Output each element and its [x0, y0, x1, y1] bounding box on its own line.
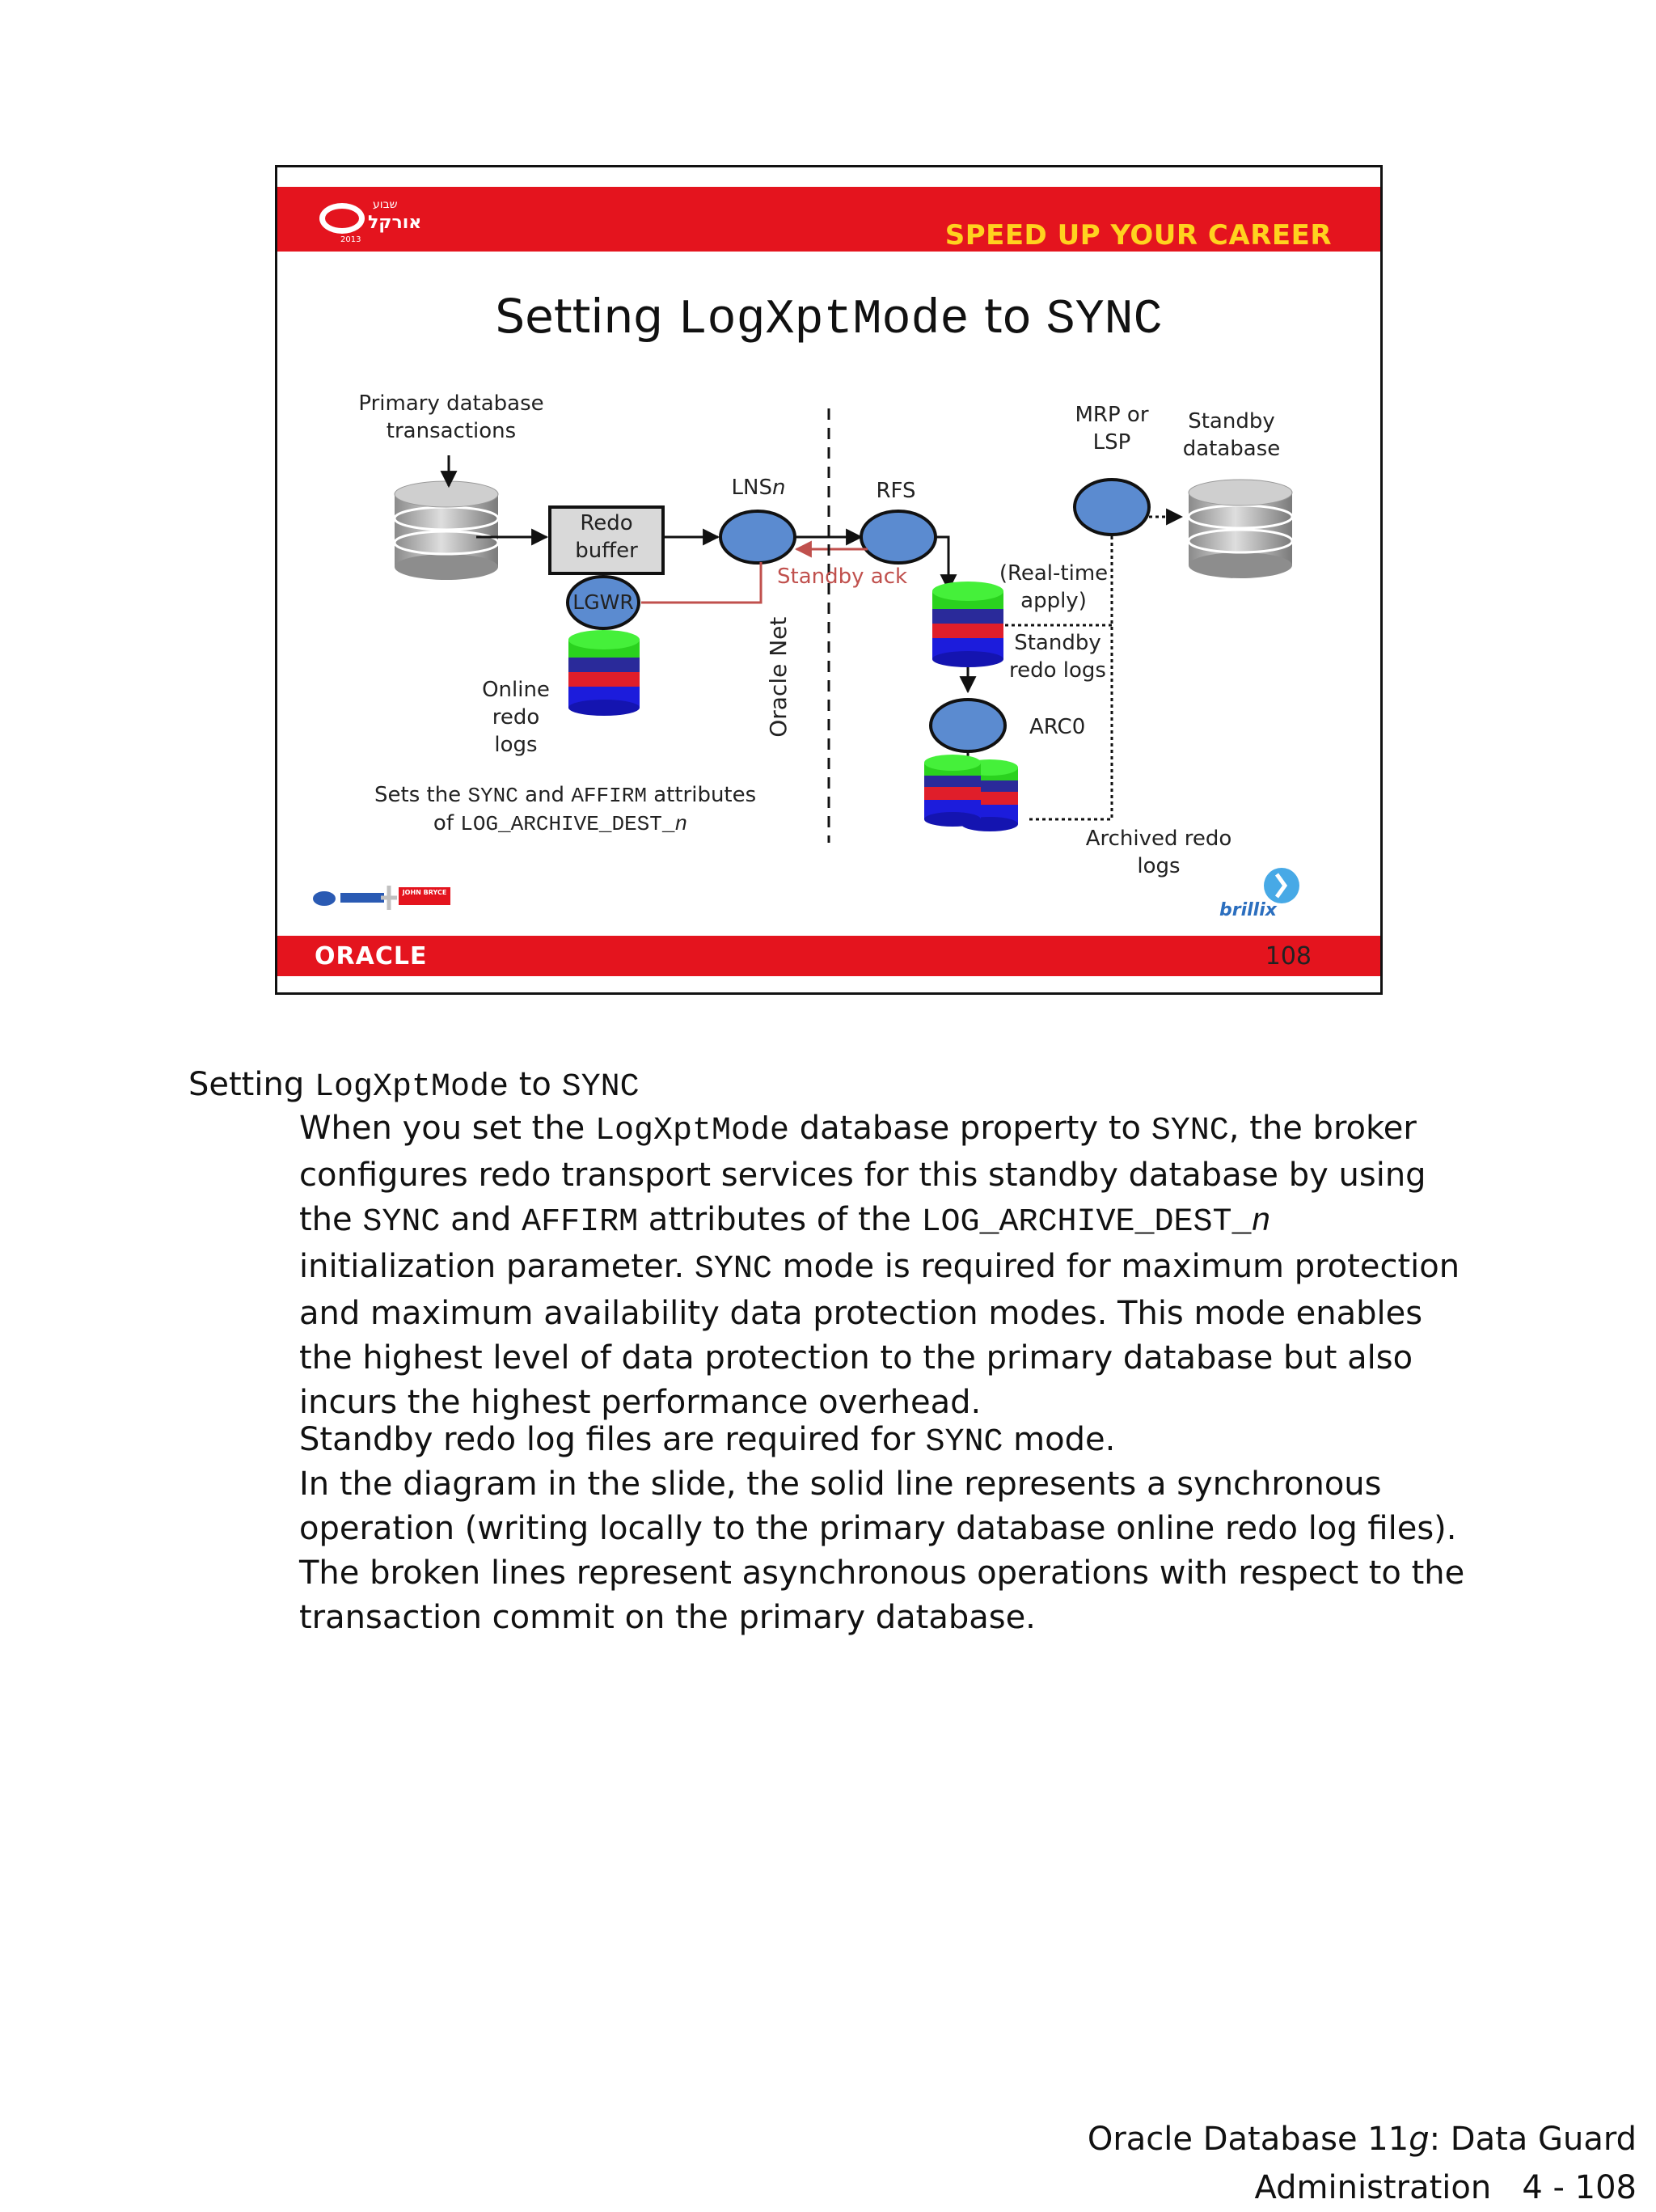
footer-page-ref: Administration 4 - 108: [1254, 2169, 1637, 2206]
standby-database-icon: [1187, 479, 1294, 578]
archived-redo-logs-icon: [924, 755, 1018, 831]
slide-image: שבוע אורקל 2013 SPEED UP YOUR CAREER Set…: [275, 165, 1383, 995]
oracle-net-label: Oracle Net: [764, 616, 792, 738]
rfs-process-icon: [860, 510, 937, 565]
lnsn-process-icon: [719, 510, 796, 565]
rfs-to-standby-redo-arrow: [936, 535, 957, 592]
partner-logo-text: JOHN BRYCE: [402, 889, 447, 896]
sets-attributes-label: Sets the SYNC and AFFIRM attributes of L…: [374, 783, 757, 836]
slide-header-band: שבוע אורקל 2013 SPEED UP YOUR CAREER: [277, 187, 1380, 252]
primary-database-icon: [393, 480, 500, 580]
standby-ack-label: Standby ack: [777, 565, 908, 589]
online-redo-logs-icon: [568, 630, 640, 716]
partner-logos: [313, 886, 450, 910]
standby-redo-logs-icon: [932, 582, 1003, 667]
oracle-logo: ORACLE: [315, 942, 428, 971]
mrp-lsp-process-icon: [1073, 478, 1151, 536]
arc0-process-icon: [929, 698, 1007, 753]
logo-year: 2013: [340, 235, 361, 244]
page-footer: Oracle Database 11g: Data Guard Administ…: [1088, 2115, 1637, 2212]
redo-transport-diagram: [313, 408, 1299, 910]
footer-course-title: Oracle Database 11g: Data Guard: [1087, 2121, 1637, 2158]
notes-paragraph-1: When you set the LogXptMode database pro…: [299, 1110, 1460, 1421]
notes-paragraph-3: In the diagram in the slide, the solid l…: [299, 1466, 1465, 1636]
oracle-ring-icon: [319, 203, 365, 234]
slide-title: Setting LogXptMode to SYNC: [495, 289, 1163, 348]
lgwr-label: LGWR: [572, 590, 634, 614]
logo-hebrew: אורקל: [368, 213, 422, 233]
career-slogan: SPEED UP YOUR CAREER: [944, 219, 1332, 252]
logo-hebrew-small: שבוע: [373, 198, 398, 211]
brillix-logo-text: brillix: [1219, 900, 1277, 920]
notes-heading: Setting LogXptMode to SYNC: [188, 1066, 640, 1106]
notes-paragraph-2: Standby redo log files are required for …: [299, 1421, 1116, 1461]
lnsn-label: LNSn: [731, 476, 786, 500]
rfs-label: RFS: [876, 479, 916, 503]
ack-to-lgwr-line: [641, 562, 763, 604]
redo-buffer-box: [548, 505, 665, 575]
slide-footer-band: ORACLE 108: [277, 936, 1380, 976]
slide-page-number: 108: [1265, 942, 1312, 971]
arc0-label: ARC0: [1029, 715, 1086, 739]
brillix-logo: [1264, 868, 1299, 903]
